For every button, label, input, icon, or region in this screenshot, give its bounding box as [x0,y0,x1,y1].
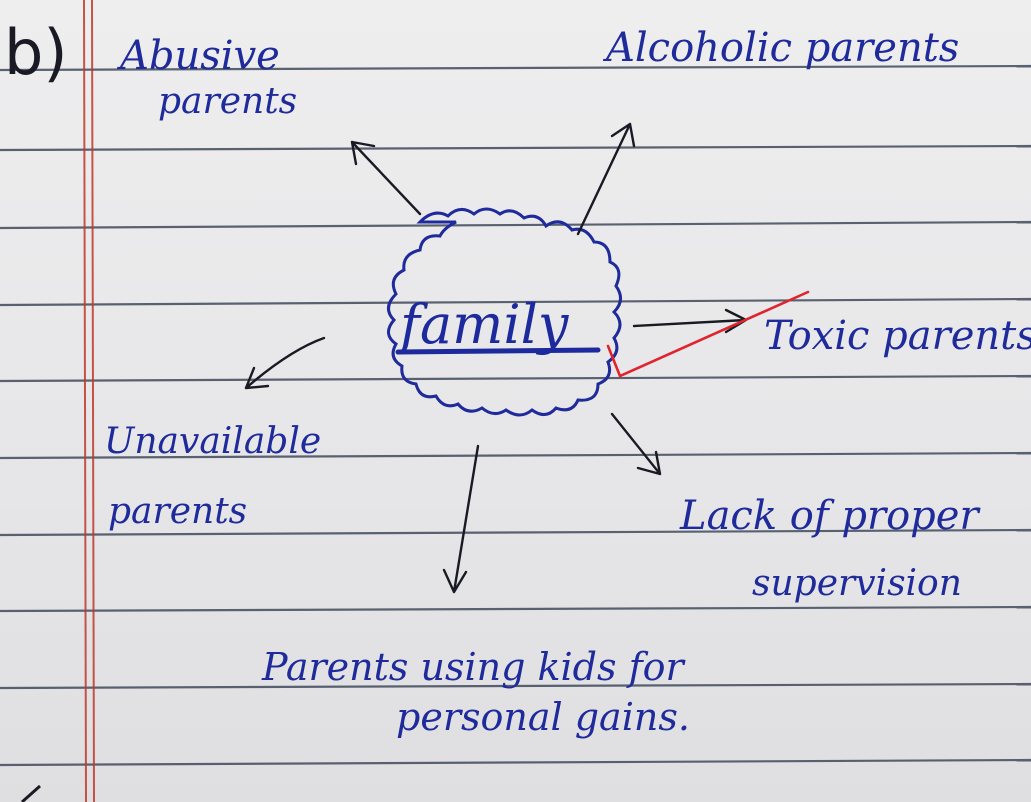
center-node-label: family [400,293,569,356]
center-underline [395,347,601,355]
arrow-top-left [350,140,422,216]
margin-line [91,0,95,802]
arrows [244,122,748,594]
ruled-line [0,682,1031,690]
ruled-line [0,220,1031,230]
ruled-line [0,451,1031,460]
node-toxic: Toxic parents [764,313,1031,359]
margin-lines [83,0,95,802]
node-lack-supervision-line2: supervision [752,563,962,604]
node-unavailable-line1: Unavailable [104,421,322,462]
arrow-right [632,308,748,334]
arrow-top-right [576,122,636,236]
ruled-line [0,144,1031,152]
center-cloud [387,207,622,417]
ruled-line [0,374,1031,383]
arrow-bottom [442,444,480,594]
ruled-line [0,297,1031,307]
node-alcoholic: Alcoholic parents [606,25,960,71]
item-label: b) [4,16,68,89]
arrow-bottom-right [610,412,662,476]
arrow-left [244,336,326,390]
ruled-lines [0,64,1031,767]
margin-line [83,0,87,802]
node-unavailable-line2: parents [108,491,248,532]
node-parents-using-kids-line2: personal gains. [396,695,690,739]
node-lack-supervision-line1: Lack of proper [680,493,979,539]
ruled-line [0,605,1031,613]
ruled-line [0,64,1031,72]
check-mark-icon [606,290,810,378]
node-abusive-line2: parents [158,81,298,122]
ruled-line [0,758,1031,767]
node-parents-using-kids-line1: Parents using kids for [262,645,684,689]
stray-mark [21,784,41,802]
ruled-line [0,528,1031,537]
node-abusive-line1: Abusive [120,33,280,79]
